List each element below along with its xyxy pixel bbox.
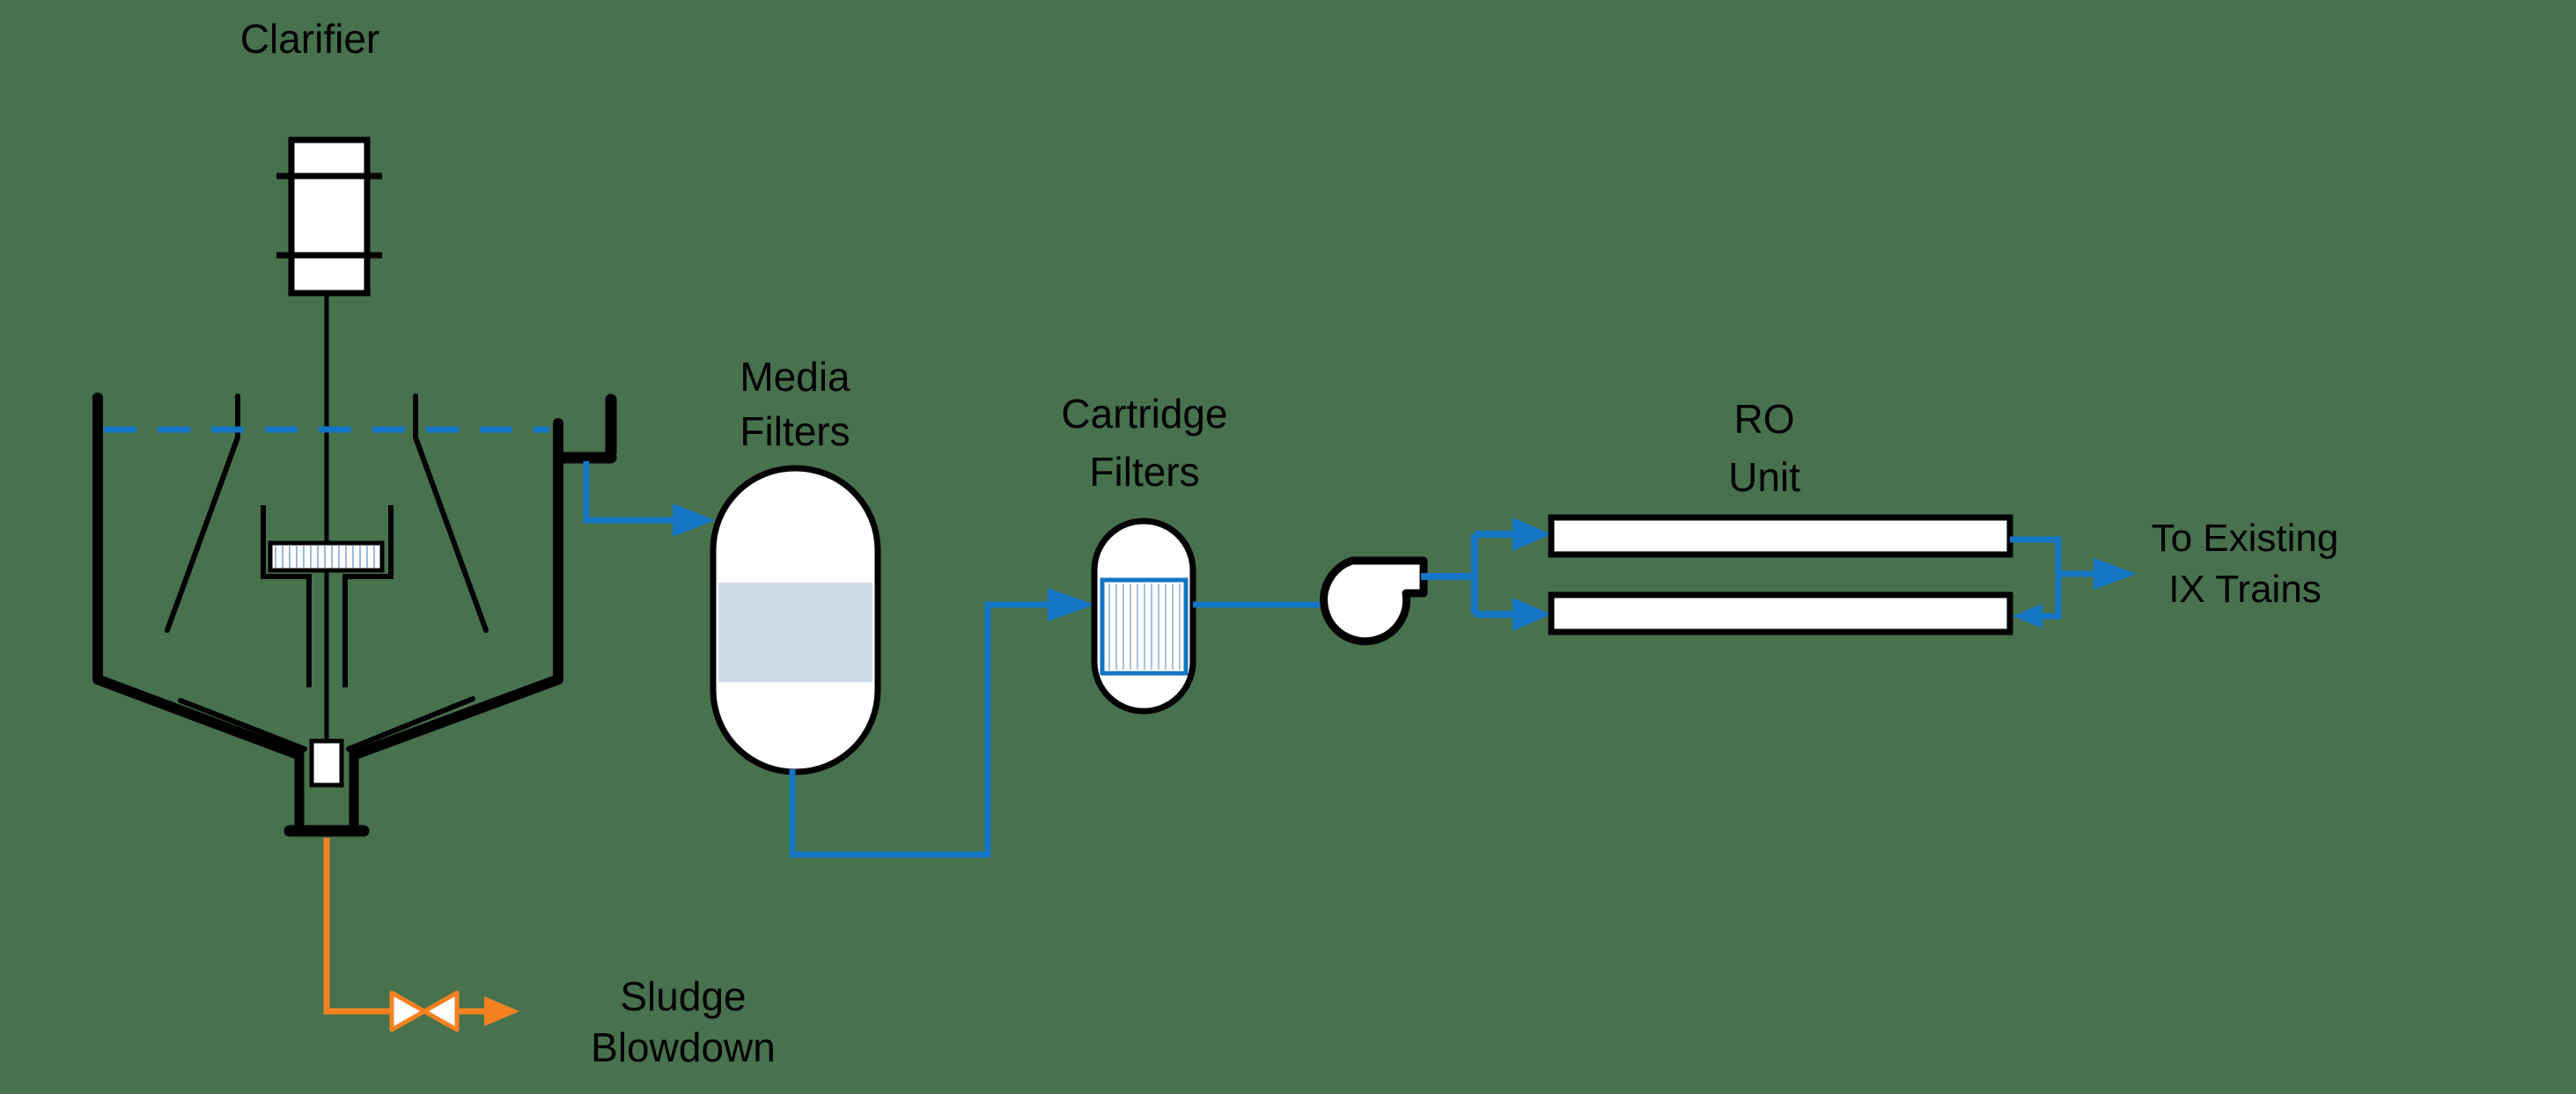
ro-vessel-bottom bbox=[1548, 591, 2013, 635]
centrifugal-pump-icon bbox=[1320, 556, 1428, 646]
flow-arrow bbox=[673, 503, 715, 537]
stream-sludge-blowdown bbox=[323, 838, 519, 1032]
clarifier-motor-icon bbox=[276, 136, 382, 297]
flow-arrow bbox=[484, 996, 519, 1026]
media-filters-label-line2: Filters bbox=[740, 408, 850, 454]
flow-arrow bbox=[1048, 588, 1094, 621]
media-bed bbox=[718, 583, 872, 682]
flow-arrow bbox=[1512, 518, 1551, 551]
clarifier-hopper-neck bbox=[294, 745, 359, 831]
clarifier-rake-support bbox=[261, 505, 394, 687]
sludge-blowdown-label-line1: Sludge bbox=[620, 973, 746, 1019]
clarifier-rake-arms bbox=[178, 696, 475, 752]
media-filters-label-line1: Media bbox=[740, 354, 850, 400]
ro-unit-label-line2: Unit bbox=[1728, 454, 1800, 500]
cartridge-filter-icon bbox=[1091, 518, 1196, 715]
sludge-valve-icon bbox=[389, 990, 460, 1032]
stream-clarified-water bbox=[583, 461, 715, 537]
cartridge-filters-label-line1: Cartridge bbox=[1061, 391, 1227, 437]
flow-arrow bbox=[2013, 604, 2042, 628]
clarifier-sludge-outlet-box bbox=[309, 738, 344, 788]
clarifier-label: Clarifier bbox=[240, 16, 379, 62]
flow-arrow bbox=[2094, 558, 2137, 590]
ro-vessel-top bbox=[1548, 514, 2013, 558]
sludge-blowdown-label-line2: Blowdown bbox=[591, 1024, 776, 1070]
clarifier-tank-wall-right bbox=[350, 418, 563, 760]
cartridge-filters-label-line2: Filters bbox=[1089, 449, 1199, 495]
stream-filtered-water bbox=[789, 588, 1094, 858]
clarifier-launder bbox=[557, 393, 617, 464]
clarifier-gearbox-icon bbox=[268, 540, 385, 573]
destination-label-line2: IX Trains bbox=[2168, 568, 2322, 611]
clarifier-tank-wall-left bbox=[92, 393, 303, 760]
stream-product-water bbox=[2010, 536, 2137, 628]
stream-ro-feed bbox=[1421, 518, 1551, 631]
clarifier-icon bbox=[92, 136, 617, 837]
ro-unit-icon bbox=[1548, 514, 2013, 635]
flow-arrow bbox=[1512, 598, 1551, 631]
destination-label-line1: To Existing bbox=[2152, 517, 2339, 560]
media-filter-icon bbox=[710, 465, 881, 775]
ro-unit-label-line1: RO bbox=[1734, 396, 1795, 442]
clarifier-feedwell bbox=[165, 393, 489, 633]
